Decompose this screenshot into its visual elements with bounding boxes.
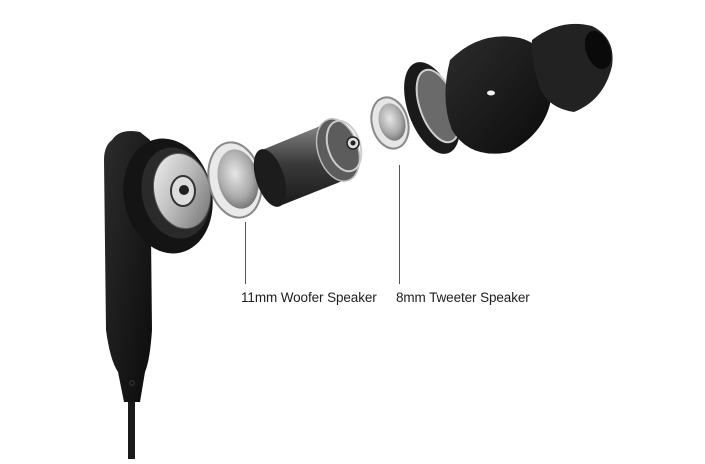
woofer-label: 11mm Woofer Speaker — [241, 290, 377, 305]
tweeter-driver — [370, 96, 410, 150]
rear-housing — [123, 138, 213, 254]
woofer-leader-line — [245, 222, 246, 284]
driver-module — [253, 118, 363, 207]
front-housing — [404, 36, 553, 154]
tweeter-leader-line — [399, 165, 400, 284]
ear-tip — [531, 23, 613, 112]
cable — [128, 400, 135, 459]
woofer-driver — [207, 141, 263, 219]
tweeter-label: 8mm Tweeter Speaker — [396, 290, 530, 305]
